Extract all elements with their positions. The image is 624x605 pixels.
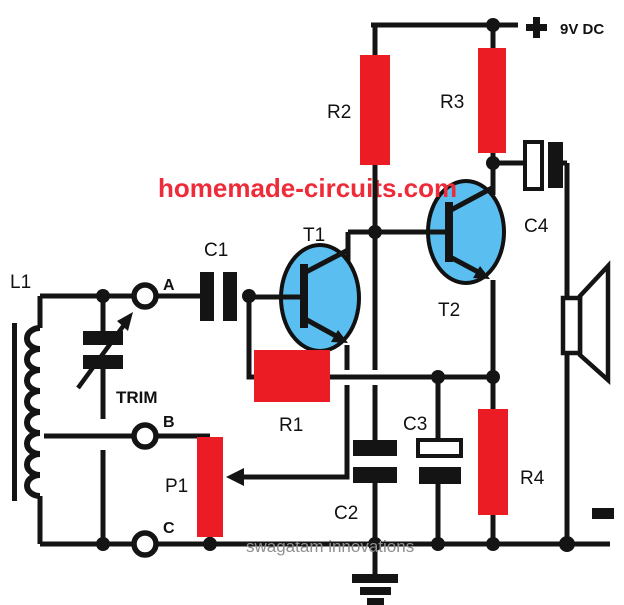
t1-emitter-arrow-icon (331, 330, 348, 343)
site-title: homemade-circuits.com (158, 173, 457, 203)
c1-plate-left (200, 272, 214, 321)
ground-bar-1 (352, 574, 398, 583)
t1-emitter-to-p1-wire (234, 385, 350, 480)
label-c4: C4 (524, 216, 549, 237)
terminal-b-ring (131, 422, 159, 450)
trimmer-capacitor (76, 312, 133, 390)
label-terminal-b: B (163, 414, 175, 431)
resistor-r3 (478, 48, 506, 153)
speaker-cone (577, 260, 611, 386)
label-r1: R1 (279, 415, 303, 436)
terminal-a-ring (131, 282, 159, 310)
c4-plate-left (523, 140, 544, 191)
resistor-r4 (478, 409, 508, 515)
t1-emitter-diag (305, 317, 338, 339)
c3-plate-top (416, 438, 463, 458)
trimmer-arrow-shaft (76, 323, 126, 390)
speaker-icon (560, 260, 611, 386)
label-terminal-c: C (163, 520, 175, 537)
wiring (37, 22, 610, 574)
t1-collector-diag (304, 247, 350, 275)
plus-terminal-icon (526, 17, 547, 38)
c2-plate-bottom (353, 467, 397, 483)
c2-plate-top (353, 440, 397, 456)
plus-v-bar (533, 17, 540, 38)
potentiometer-p1 (197, 437, 244, 537)
label-p1: P1 (165, 476, 188, 497)
capacitor-c3 (416, 438, 463, 484)
t2-emitter-arrow-icon (473, 266, 490, 279)
ground-icon (352, 574, 398, 605)
capacitor-c1 (200, 272, 237, 321)
label-t1: T1 (303, 225, 325, 246)
c3-plate-bottom (419, 467, 461, 484)
capacitor-c2 (353, 440, 397, 483)
minus-terminal-icon (592, 508, 614, 519)
terminal-c-ring (131, 530, 159, 558)
inductor-l1 (12, 323, 41, 501)
label-c2: C2 (334, 503, 358, 524)
label-terminal-a: A (163, 277, 175, 294)
t2-collector-diag (449, 185, 494, 213)
t1-base-bar (300, 264, 308, 328)
p1-wiper-arrow-icon (226, 468, 244, 486)
label-r4: R4 (520, 468, 545, 489)
label-voltage: 9V DC (560, 21, 604, 38)
coil-core-bar (12, 323, 17, 501)
p1-body (197, 437, 223, 537)
resistor-r1 (254, 350, 330, 402)
transistor-t2-symbol (445, 185, 494, 279)
label-l1: L1 (10, 272, 31, 293)
r1-feed-wire (246, 296, 255, 380)
ground-bar-3 (367, 598, 384, 605)
ground-bar-2 (360, 587, 391, 595)
label-t2: T2 (438, 300, 460, 321)
label-r2: R2 (327, 102, 351, 123)
speaker-driver (560, 295, 583, 356)
label-r3: R3 (440, 92, 464, 113)
t2-emitter-diag (450, 255, 482, 276)
watermark-text: swagatam innovations (246, 537, 414, 556)
c4-plate-right (548, 142, 563, 188)
transistor-t1-symbol (300, 247, 350, 343)
label-c1: C1 (204, 240, 228, 261)
resistor-r2 (360, 55, 390, 165)
coil-windings (24, 325, 41, 499)
capacitor-c4 (523, 140, 563, 191)
label-c3: C3 (403, 414, 427, 435)
junction-dots (96, 18, 575, 552)
trimmer-arrow-icon (117, 312, 133, 331)
label-trim: TRIM (116, 388, 158, 407)
c1-plate-right (223, 272, 237, 321)
t2-base-bar (445, 202, 453, 262)
